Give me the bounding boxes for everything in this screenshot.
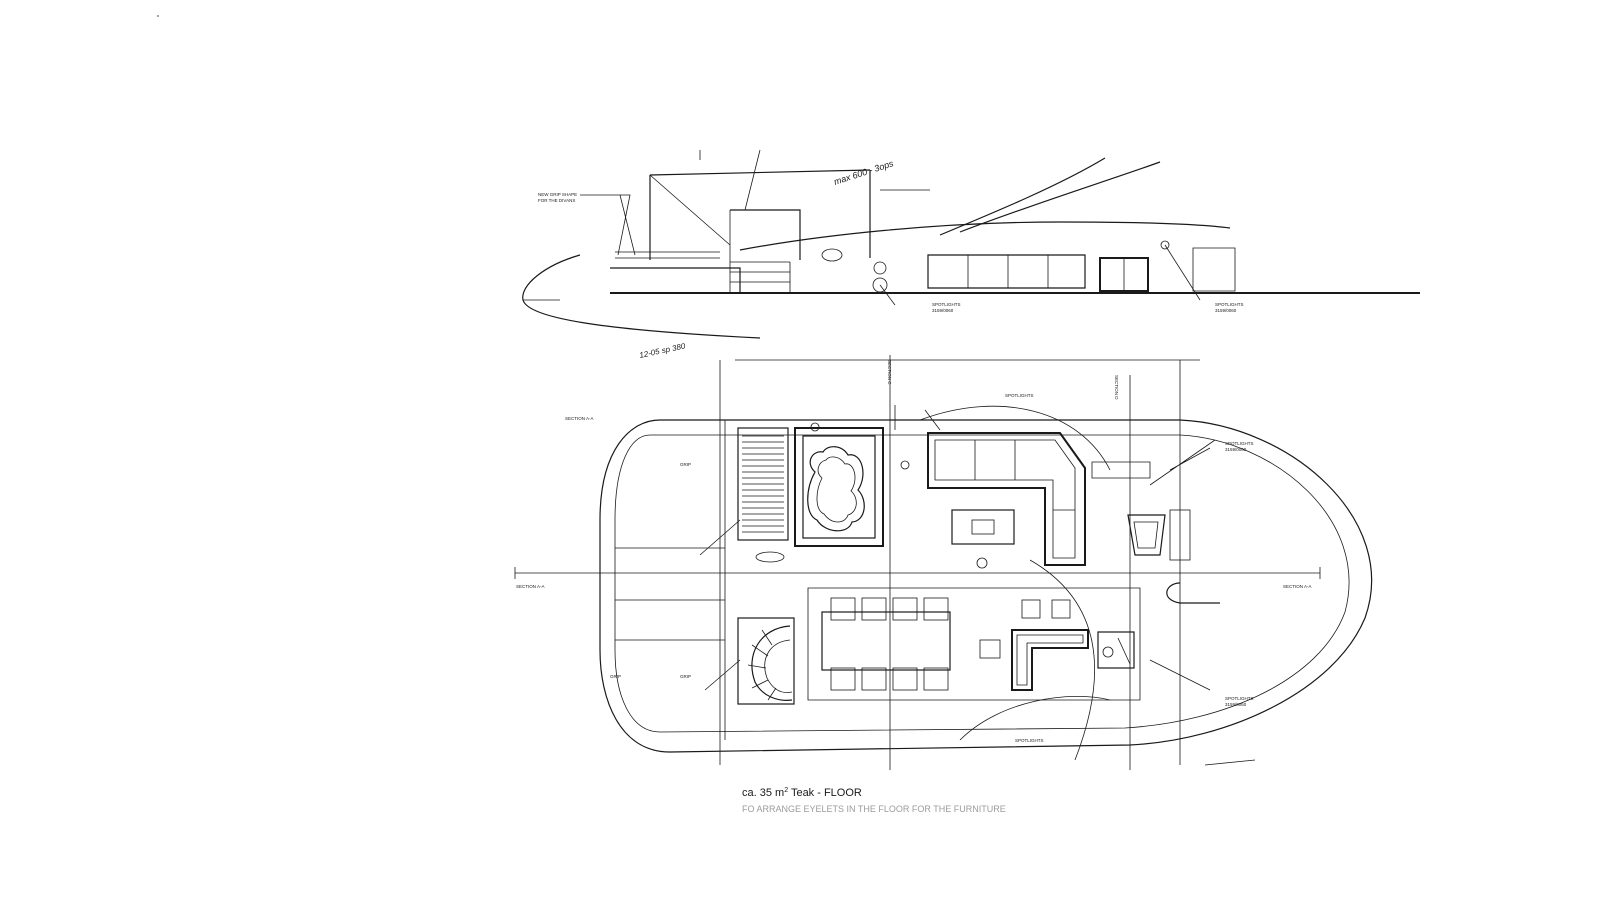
side-section-view: NEW GRIP SHAPE FOR THE DIVANS SPOTLIGHTS…: [522, 149, 1420, 360]
label-grip-bottom-left: GRIP: [610, 674, 621, 679]
caption-sup: 2: [784, 787, 788, 794]
dining-chairs-top: [830, 597, 949, 621]
label-section-aa-axis-left: SECTION A-A: [516, 584, 545, 589]
label-spotlights-3: SPOTLIGHTS: [1225, 441, 1254, 446]
label-new-grip-shape: NEW GRIP SHAPE: [538, 192, 577, 197]
label-spotlights-1: SPOTLIGHTS: [932, 302, 961, 307]
label-spotlights-2: SPOTLIGHTS: [1215, 302, 1244, 307]
label-spotlights-5: SPOTLIGHTS: [1005, 393, 1034, 398]
label-for-the-divans: FOR THE DIVANS: [538, 198, 575, 203]
label-section-c: SECTION C: [887, 360, 892, 385]
caption-rest: Teak - FLOOR: [788, 787, 862, 799]
label-section-aa-axis-right: SECTION A-A: [1283, 584, 1312, 589]
label-spotlights-4: SPOTLIGHTS: [1225, 696, 1254, 701]
plan-view: SECTION A-A SECTION A-A SECTION A-A GRIP…: [514, 355, 1373, 770]
label-spotcode-4: 3159/0060: [1225, 702, 1247, 707]
caption-teak-floor: ca. 35 m2 Teak - FLOOR: [742, 787, 862, 799]
lounger-hatching: [742, 435, 784, 533]
label-section-d: SECTION D: [1114, 375, 1119, 400]
caption-note: FO ARRANGE EYELETS IN THE FLOOR FOR THE …: [742, 804, 1006, 814]
spiral-staircase: [737, 617, 795, 705]
label-spotlights-6: SPOTLIGHTS: [1015, 738, 1044, 743]
label-spotcode-2: 3159/0060: [1215, 308, 1237, 313]
label-grip-bottom-mid: GRIP: [680, 674, 691, 679]
label-spotcode-3: 3159/0060: [1225, 447, 1247, 452]
dining-chairs-bottom: [830, 667, 949, 691]
label-spotcode-1: 3159/0060: [932, 308, 954, 313]
handwritten-note-top: max 600 - 3ops: [833, 158, 896, 187]
handwritten-note-bottom: 12-05 sp 380: [639, 341, 687, 360]
label-grip-top: GRIP: [680, 462, 691, 467]
label-section-aa-left: SECTION A-A: [565, 416, 594, 421]
caption-area: ca. 35 m: [742, 787, 784, 799]
